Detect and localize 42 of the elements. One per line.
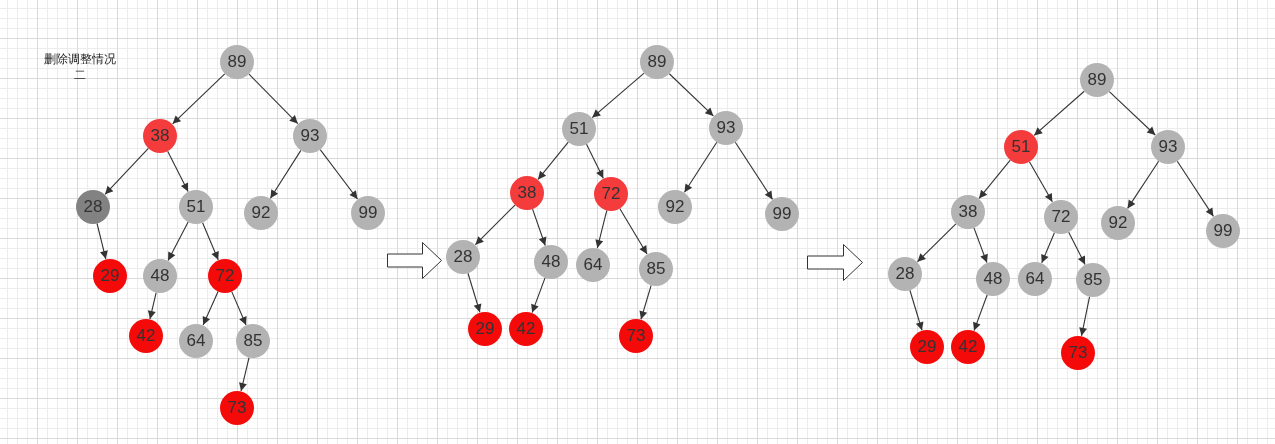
block-arrow bbox=[807, 244, 863, 281]
arrow bbox=[467, 272, 482, 313]
arrow bbox=[734, 141, 773, 200]
arrow bbox=[1176, 160, 1214, 217]
arrow bbox=[585, 143, 604, 179]
arrow bbox=[973, 294, 988, 332]
arrow bbox=[668, 73, 714, 117]
arrow bbox=[978, 159, 1011, 199]
arrow bbox=[595, 209, 608, 249]
arrow bbox=[1033, 90, 1085, 136]
arrow bbox=[202, 222, 219, 261]
arrow bbox=[916, 223, 957, 263]
arrow bbox=[909, 289, 924, 331]
arrow bbox=[973, 227, 988, 264]
arrow bbox=[683, 141, 718, 193]
block-arrow bbox=[387, 242, 442, 279]
arrow bbox=[172, 73, 226, 125]
arrow bbox=[1079, 296, 1091, 337]
arrow bbox=[1028, 161, 1053, 203]
arrow bbox=[167, 221, 189, 262]
arrow bbox=[619, 208, 648, 255]
arrow bbox=[239, 357, 250, 392]
arrow bbox=[167, 150, 189, 192]
arrow bbox=[104, 147, 149, 195]
arrow bbox=[1108, 91, 1156, 136]
arrow bbox=[1127, 160, 1160, 209]
arrow bbox=[532, 208, 547, 246]
arrow bbox=[537, 141, 569, 180]
arrow bbox=[639, 284, 652, 320]
arrow bbox=[96, 222, 108, 260]
arrow bbox=[269, 149, 302, 199]
arrow bbox=[147, 292, 157, 320]
arrow bbox=[231, 291, 247, 326]
diagram-title: 删除调整情况二 bbox=[43, 51, 117, 83]
arrow bbox=[248, 73, 299, 125]
arrow bbox=[591, 72, 645, 119]
arrow bbox=[202, 290, 219, 326]
arrow bbox=[319, 149, 359, 200]
arrow bbox=[1041, 232, 1055, 264]
arrow bbox=[474, 204, 516, 246]
arrow bbox=[1068, 231, 1086, 265]
arrow bbox=[531, 277, 546, 314]
